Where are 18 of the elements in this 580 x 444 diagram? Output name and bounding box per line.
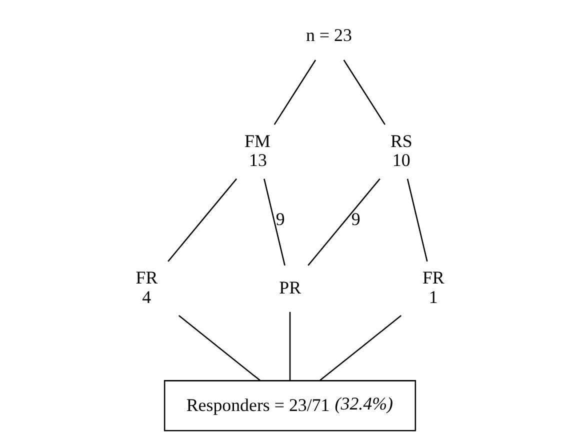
- connector: [168, 178, 238, 262]
- node-box: Responders = 23/71 (32.4%): [164, 380, 416, 432]
- edge-label: 9: [276, 208, 285, 229]
- connector: [289, 312, 291, 380]
- connector: [406, 178, 428, 262]
- node-text: n = 23: [306, 25, 352, 46]
- connector: [274, 60, 316, 125]
- connector: [178, 315, 260, 381]
- node-text: PR: [279, 277, 302, 298]
- node-text: FR 4: [136, 268, 158, 307]
- connector: [264, 178, 286, 266]
- connector: [343, 60, 386, 125]
- edge-label: 9: [351, 208, 360, 229]
- node-text: RS 10: [390, 130, 412, 170]
- connector: [320, 315, 402, 381]
- node-text: FR 1: [422, 268, 444, 307]
- node-text: FM 13: [244, 130, 270, 170]
- connector: [308, 178, 380, 266]
